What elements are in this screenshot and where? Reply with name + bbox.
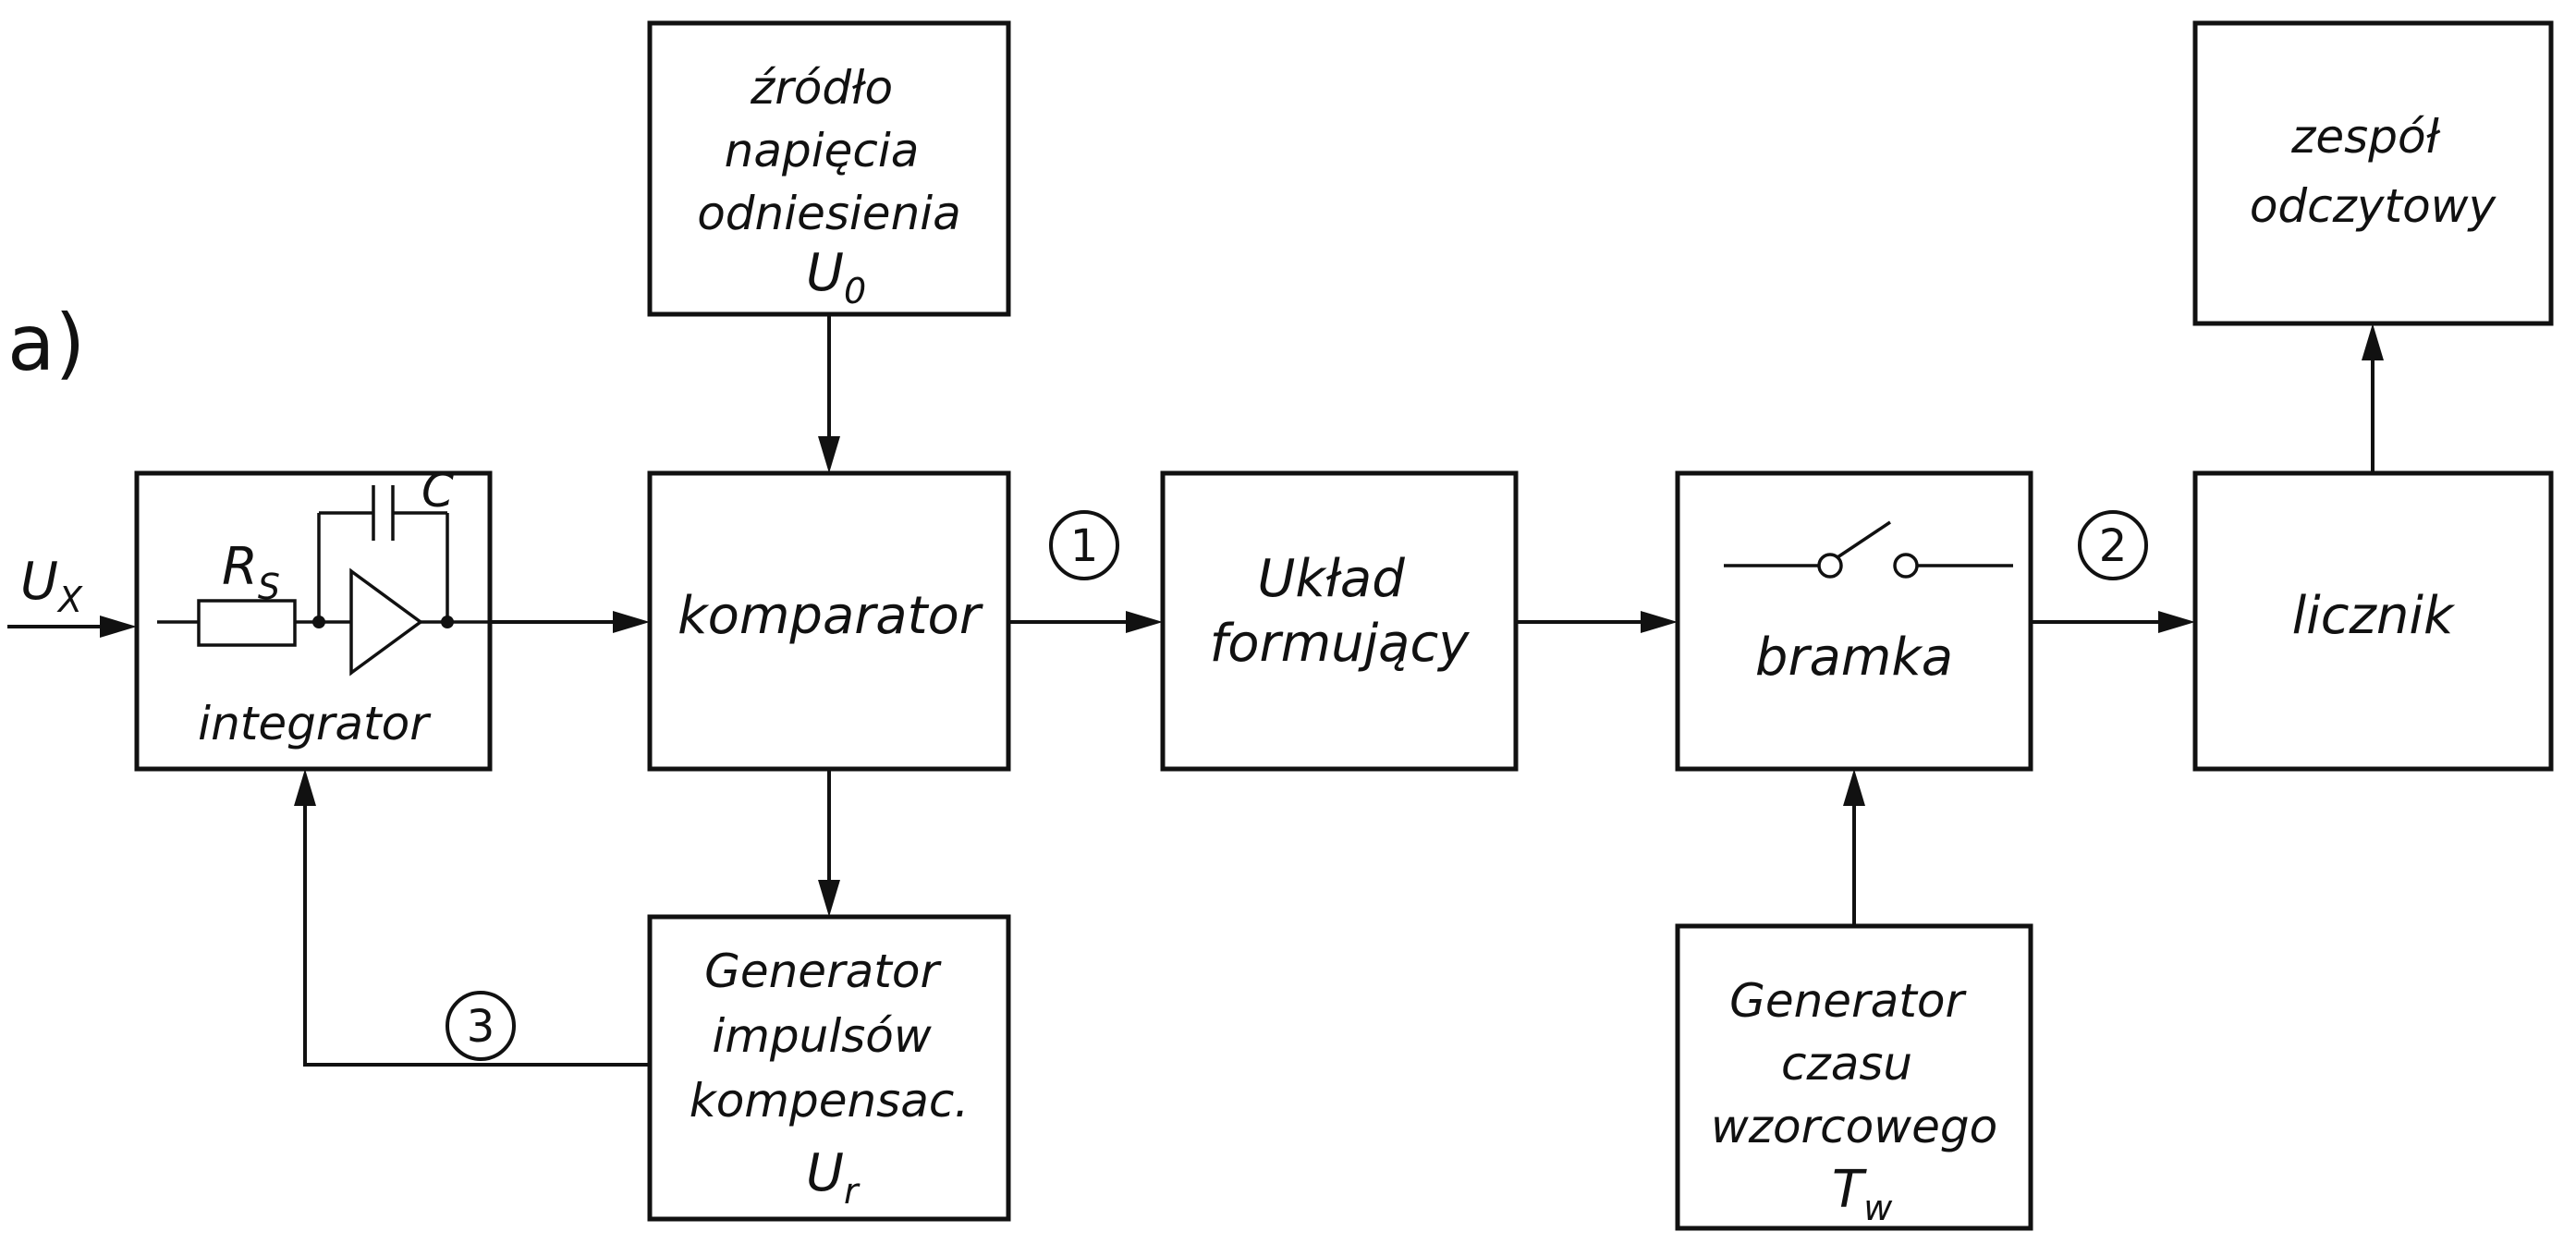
shaper-block: Układ formujący [1160,470,1519,772]
integrator-block: RS C integrator [134,464,493,772]
resistor-label: R [222,537,258,597]
time-base-symbol: T [1832,1160,1867,1220]
reference-symbol-sub: 0 [844,271,866,311]
resistor-subscript: S [258,567,280,607]
readout-line-1: zespół [2290,110,2440,164]
time-base-line-3: wzorcowego [1711,1100,1997,1153]
input-subscript: X [56,579,83,620]
reference-source-block: źródło napięcia odniesienia U0 [647,20,1011,317]
counter-label: licznik [2292,586,2456,646]
reference-line-3: odniesienia [697,187,961,240]
comparator-block: komparator [647,470,1011,772]
node-marker-3: 3 [446,991,516,1061]
input-signal: UX [7,552,137,638]
compensation-line-1: Generator [704,945,942,998]
connector-gate-counter [2031,611,2195,633]
svg-text:źródło napięcia od: źródło napięcia odniesienia [697,61,961,240]
time-base-generator-block: Generator czasu wzorcowego Tw [1675,923,2033,1231]
reference-line-1: źródło [750,61,893,115]
gate-label: bramka [1755,628,1953,688]
time-base-symbol-sub: w [1863,1188,1893,1228]
shaper-line-1: Układ [1257,549,1405,609]
readout-block: zespół odczytowy [2192,20,2554,326]
reference-line-2: napięcia [725,124,920,177]
svg-text:Generator impulsów: Generator impulsów kompensac. [690,945,970,1128]
node-1-label: 1 [1070,520,1099,572]
gate-block: bramka [1675,470,2033,772]
compensation-line-2: impulsów [712,1009,932,1063]
svg-text:RS: RS [222,537,280,607]
node-3-label: 3 [467,1001,495,1053]
svg-text:Tw: Tw [1832,1160,1893,1228]
node-marker-2: 2 [2078,510,2148,580]
input-label: U [20,552,58,612]
connector-integrator-comparator [490,611,650,633]
node-2-label: 2 [2099,520,2128,572]
svg-text:U0: U0 [806,243,866,311]
connector-comparator-shaper [1008,611,1163,633]
time-base-line-1: Generator [1729,974,1967,1028]
capacitor-label: C [421,464,454,518]
counter-block: licznik [2192,470,2554,772]
integrator-label: integrator [198,697,432,750]
time-base-line-2: czasu [1781,1037,1912,1091]
svg-text:Generator czasu wz: Generator czasu wzorcowego [1711,974,1997,1153]
compensation-symbol-sub: r [844,1171,861,1212]
compensation-generator-block: Generator impulsów kompensac. Ur [647,914,1011,1222]
amplifier-symbol [349,567,423,677]
switch-symbol [1724,520,2013,579]
connector-comparator-compensation [818,769,840,917]
compensation-symbol: U [806,1143,844,1203]
svg-text:Układ formujący: Układ formujący [1210,549,1471,674]
connector-feedback [294,769,650,1067]
svg-text:UX: UX [20,552,83,620]
connector-timebase-gate [1843,769,1865,926]
connector-counter-readout [2362,323,2384,473]
connector-shaper-gate [1516,611,1678,633]
figure-label: a) [7,298,85,388]
readout-line-2: odczytowy [2250,179,2497,233]
connector-reference-comparator [818,314,840,473]
compensation-line-3: kompensac. [690,1074,970,1128]
comparator-label: komparator [678,586,983,646]
svg-text:zespół odczytowy: zespół odczytowy [2250,110,2497,233]
shaper-line-2: formujący [1210,614,1471,674]
svg-text:Ur: Ur [806,1143,861,1212]
reference-symbol: U [806,243,844,303]
node-marker-1: 1 [1049,510,1119,580]
